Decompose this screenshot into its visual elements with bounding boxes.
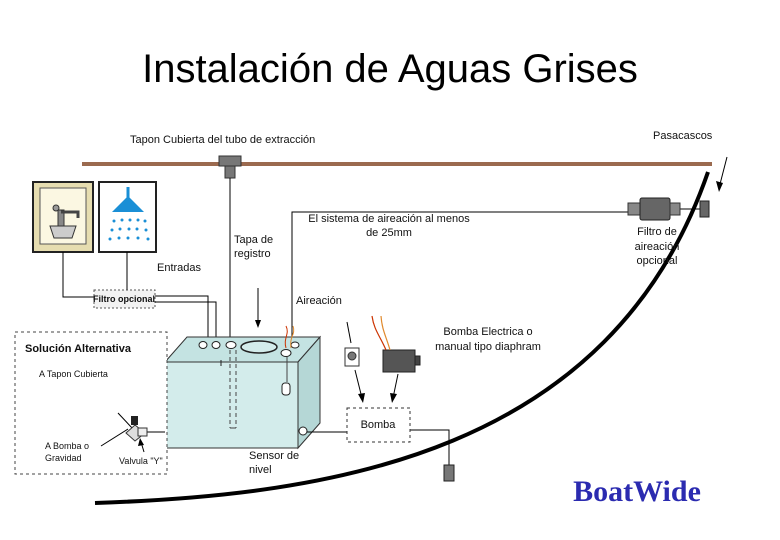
- y-valve-label: Valvula "Y": [119, 456, 163, 466]
- brand-logo: BoatWide: [573, 475, 701, 508]
- hatch-label-1: Tapa de: [234, 234, 273, 246]
- hatch-label-2: registro: [234, 248, 271, 260]
- switch-arrowhead: [358, 393, 365, 403]
- inlet-line-1: [155, 295, 209, 343]
- aeration-system-label-1: El sistema de aireación al menos: [308, 213, 470, 225]
- aeration-label: Aireación: [296, 295, 342, 307]
- to-pump-label-2: Gravidad: [45, 453, 82, 463]
- level-sensor-label-1: Sensor de: [249, 450, 299, 462]
- deck-cap-label: Tapon Cubierta del tubo de extracción: [130, 134, 315, 146]
- aeration-system-label-2: de 25mm: [366, 227, 412, 239]
- hatch-arrowhead: [255, 320, 261, 328]
- pump-icon: [371, 315, 421, 373]
- deck-line: [82, 162, 712, 166]
- alternative-solution-title: Solución Alternativa: [25, 343, 132, 355]
- aeration-filter-label-2: aireación: [635, 241, 680, 253]
- to-deck-cap-label: A Tapon Cubierta: [39, 369, 108, 379]
- pump-box-label: Bomba: [361, 419, 397, 431]
- electric-pump-label-1: Bomba Electrica o: [443, 326, 532, 338]
- pump-arrowhead: [390, 393, 397, 403]
- pasacascos-arrowhead: [716, 181, 723, 192]
- y-valve-icon: [100, 412, 165, 447]
- alternative-solution-box: [14, 331, 168, 475]
- optional-filter-box: [93, 289, 156, 309]
- outlet-through-hull: [443, 464, 455, 482]
- inlet-line-2: [155, 301, 217, 343]
- through-hull-fitting: [699, 200, 710, 218]
- sink-faucet-icon: [32, 181, 94, 253]
- shower-head-icon: [98, 181, 157, 253]
- aeration-filter-label-1: Filtro de: [637, 226, 677, 238]
- y-valve-arrowhead: [138, 438, 144, 446]
- level-sensor-icon: [281, 382, 291, 396]
- pump-outlet-line: [410, 429, 450, 470]
- page-title: Instalación de Aguas Grises: [142, 47, 638, 91]
- sink-drain-line: [62, 252, 94, 298]
- aeration-filter-label-3: opcional: [637, 255, 678, 267]
- inlets-label: Entradas: [157, 262, 202, 274]
- switch-wire: [346, 321, 352, 344]
- greywater-tank: [163, 335, 322, 450]
- deck-cap-stem: [224, 165, 236, 179]
- optional-filter-label: Filtro opcional: [93, 294, 155, 304]
- switch-icon: [344, 347, 360, 367]
- sensor-wire-orange: [290, 325, 295, 349]
- filter-icon: [627, 197, 681, 221]
- sensor-wire-red: [284, 325, 288, 349]
- hull-line: [94, 171, 710, 505]
- to-pump-label-1: A Bomba o: [45, 441, 89, 451]
- electric-pump-label-2: manual tipo diaphram: [435, 341, 541, 353]
- pump-box: [346, 407, 411, 443]
- level-sensor-label-2: nivel: [249, 464, 272, 476]
- inspection-hatch: [240, 340, 278, 354]
- aeration-line: [291, 211, 631, 343]
- through-hull-label: Pasacascos: [653, 130, 713, 142]
- switch-arrow: [354, 369, 363, 399]
- deck-cap-fitting: [218, 155, 242, 167]
